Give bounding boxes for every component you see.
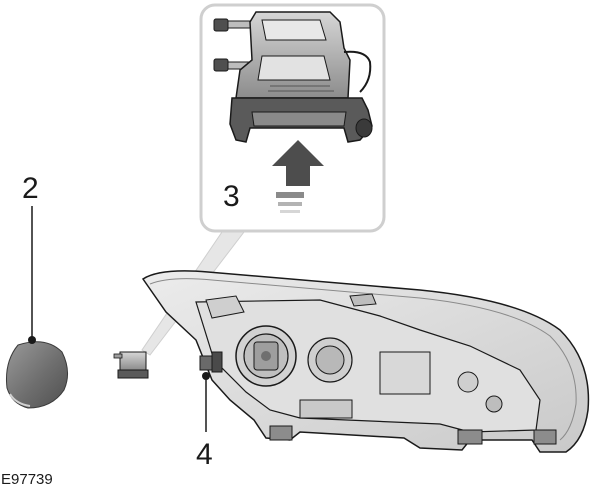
housing-details <box>205 293 557 445</box>
callout-2: 2 <box>22 172 39 344</box>
main-beam-socket <box>235 325 297 387</box>
insert-arrow <box>272 140 324 213</box>
callout-2-label: 2 <box>22 172 39 205</box>
bulb-holder-enlarged <box>213 11 373 143</box>
dipped-beam-socket <box>307 337 353 383</box>
inset-detail: 3 <box>199 3 386 233</box>
callout-4-label: 4 <box>196 438 213 471</box>
headlamp-assembly <box>141 270 590 453</box>
callout-4: 4 <box>196 372 213 471</box>
cover-part <box>6 341 68 409</box>
bulb-holder-small <box>113 351 149 379</box>
callout-3-label: 3 <box>223 180 240 213</box>
connector-part <box>199 351 223 373</box>
figure-reference-code: E97739 <box>1 471 53 488</box>
